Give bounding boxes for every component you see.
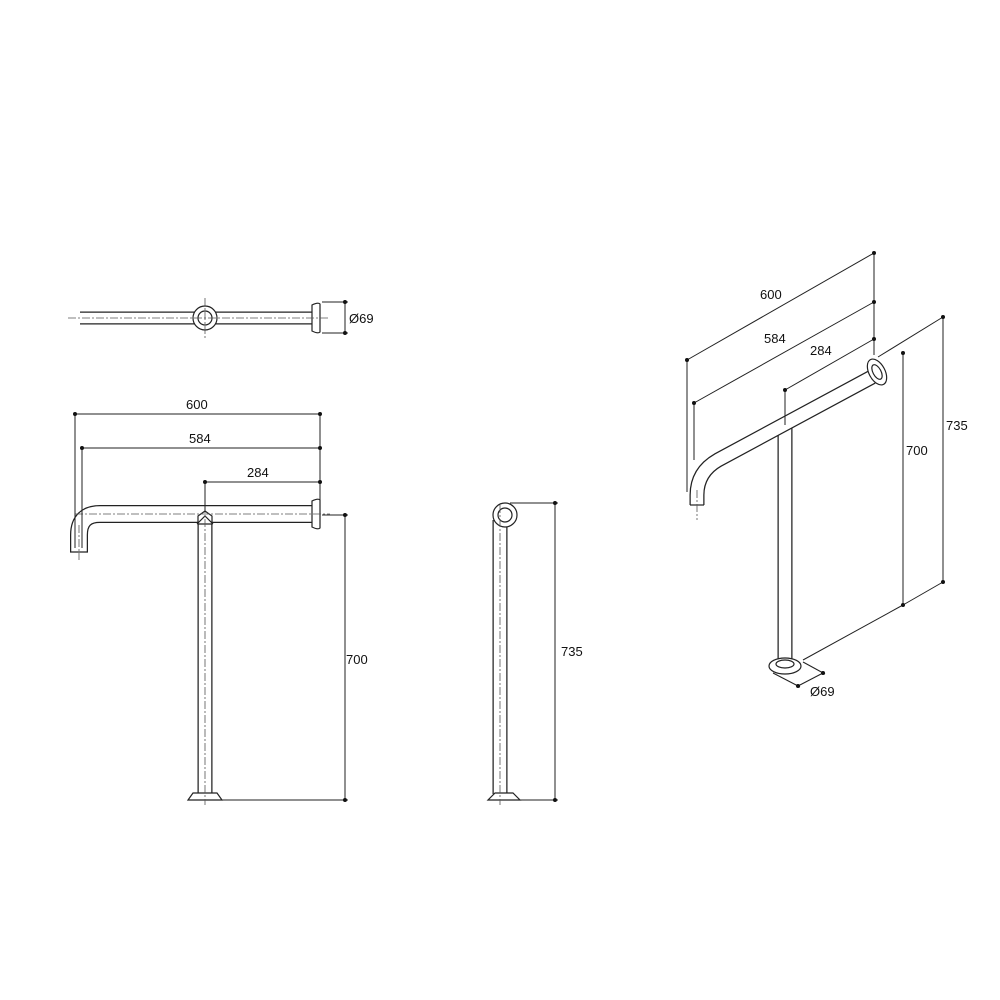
dimension-600: 600 bbox=[760, 287, 782, 302]
dimension-700: 700 bbox=[346, 652, 368, 667]
dimension-584: 584 bbox=[764, 331, 786, 346]
top-view: Ø69 bbox=[68, 298, 374, 338]
dimension-284: 284 bbox=[247, 465, 269, 480]
diameter-label: Ø69 bbox=[810, 684, 835, 699]
dimension-284: 284 bbox=[810, 343, 832, 358]
isometric-view: 600 584 284 700 735 Ø69 bbox=[685, 251, 968, 699]
dimension-600: 600 bbox=[186, 397, 208, 412]
side-view: 735 bbox=[486, 501, 583, 805]
front-view: 600 584 284 700 bbox=[70, 397, 368, 805]
dimension-584: 584 bbox=[189, 431, 211, 446]
dimension-700: 700 bbox=[906, 443, 928, 458]
dimension-735: 735 bbox=[561, 644, 583, 659]
diameter-label: Ø69 bbox=[349, 311, 374, 326]
dimension-735: 735 bbox=[946, 418, 968, 433]
floor-flange bbox=[486, 792, 522, 801]
